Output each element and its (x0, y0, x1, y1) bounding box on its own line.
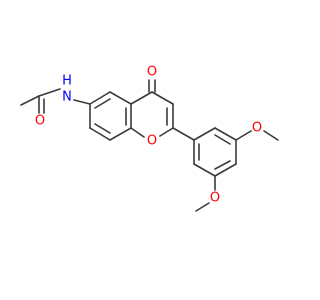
atom-label-oxygen-ring: O (147, 134, 157, 149)
bond (20, 95, 40, 106)
atom-label-nitrogen: N (62, 90, 72, 105)
bond (130, 127, 145, 138)
atom-label-oxygen-methoxy-3: O (210, 191, 220, 206)
bond (159, 127, 174, 137)
bond (109, 127, 132, 141)
bond (214, 160, 231, 170)
bond (235, 130, 252, 141)
bond (263, 130, 279, 141)
atom-label-oxygen-methoxy-4: O (252, 121, 262, 136)
bond (193, 163, 216, 177)
bond (130, 91, 153, 105)
bond (89, 91, 111, 105)
bond (109, 91, 132, 105)
bond (195, 202, 210, 212)
bond (214, 127, 237, 141)
bond (214, 163, 237, 177)
bond (89, 127, 111, 141)
bond (38, 88, 61, 97)
bond (214, 134, 231, 145)
atom-label-oxygen-amide: O (35, 114, 45, 129)
bond (151, 91, 174, 105)
bond (193, 127, 216, 141)
bond (73, 99, 91, 105)
bond (172, 127, 195, 141)
bond (94, 123, 111, 134)
molecule-structure: N H O O O O O (20, 65, 279, 212)
atom-labels: N H O O O O O (35, 65, 262, 206)
bond (94, 98, 111, 109)
bonds (20, 79, 279, 212)
atom-label-hydrogen: H (62, 74, 72, 89)
atom-label-oxygen-ketone: O (147, 65, 157, 80)
